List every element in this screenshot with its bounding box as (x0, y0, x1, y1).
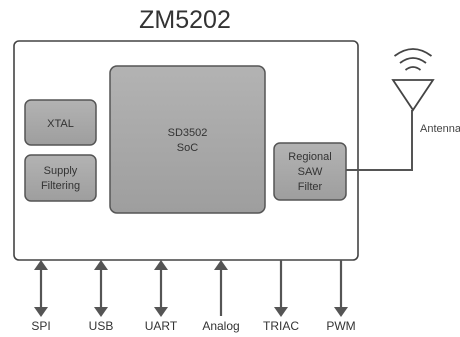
antenna-icon (391, 48, 435, 112)
antenna-label: Antenna (420, 123, 460, 135)
pin-label-pwm: PWM (326, 319, 355, 333)
pin-label-spi: SPI (31, 319, 50, 333)
pin-pwm: PWM (326, 260, 356, 333)
pin-analog: Analog (202, 260, 240, 333)
saw-filter-block: Regional SAW Filter (273, 142, 347, 201)
supply-label-line1: Supply (44, 165, 78, 177)
antenna-feed-line (346, 110, 413, 171)
pin-uart: UART (145, 260, 178, 333)
pin-label-usb: USB (89, 319, 114, 333)
xtal-block: XTAL (24, 99, 97, 146)
diagram-title: ZM5202 (139, 6, 231, 34)
soc-label-line1: SD3502 (168, 127, 208, 139)
pin-spi: SPI (31, 260, 51, 333)
saw-label-line1: Regional (288, 151, 331, 163)
pin-triac: TRIAC (263, 260, 299, 333)
saw-label-line2: SAW (298, 166, 323, 178)
soc-block: SD3502 SoC (109, 65, 266, 214)
saw-label-line3: Filter (298, 181, 323, 193)
pin-label-analog: Analog (202, 319, 239, 333)
supply-label-line2: Filtering (41, 180, 80, 192)
soc-label-line2: SoC (177, 142, 198, 154)
xtal-label: XTAL (47, 118, 74, 130)
pin-label-triac: TRIAC (263, 319, 299, 333)
supply-filtering-block: Supply Filtering (24, 154, 97, 202)
pin-label-uart: UART (145, 319, 178, 333)
pin-usb: USB (89, 260, 114, 333)
